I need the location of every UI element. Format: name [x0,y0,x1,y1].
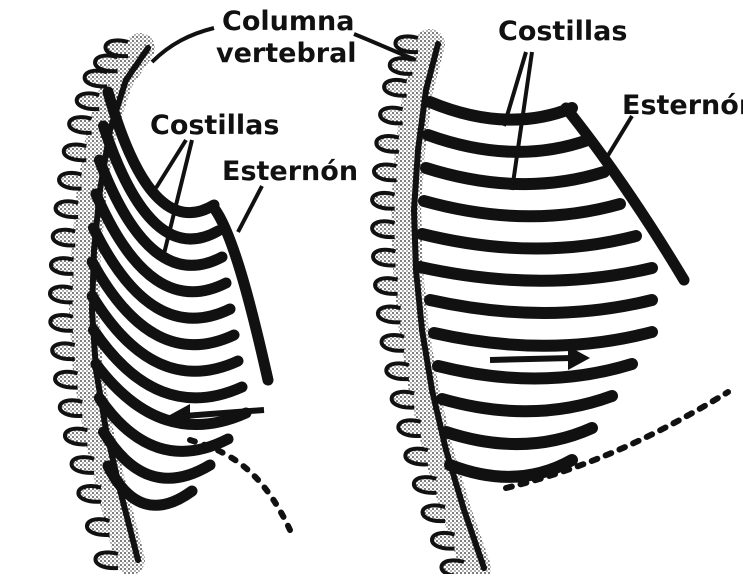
rib [442,396,612,411]
vertebral-process [405,449,428,465]
vertebral-process [60,400,83,416]
vertebral-process [378,307,401,323]
vertebral-process [77,93,100,109]
vertebral-process [372,221,395,237]
label-esternon-left: Esternón [222,158,358,185]
vertebral-process [53,230,76,246]
pointer-columna-left [152,28,214,62]
label-costillas-right: Costillas [498,18,627,45]
vertebral-process [59,173,82,189]
vertebral-process [65,429,88,445]
sternum-right [566,108,684,280]
rib [430,300,652,313]
vertebral-process [51,258,74,274]
vertebral-process [441,560,464,574]
vertebral-process [386,363,409,379]
rib [430,102,572,120]
vertebral-process [87,519,110,535]
vertebral-process [382,335,405,351]
label-esternon-right: Esternón [622,92,743,119]
label-columna: Columna [222,8,354,35]
vertebral-process [432,533,455,549]
label-costillas-left: Costillas [150,112,279,139]
ribs-left [92,92,246,505]
vertebral-process [375,278,398,294]
vertebral-process [374,164,397,180]
vertebral-process [85,71,108,87]
label-vertebral: vertebral [216,40,357,67]
vertebral-process [398,420,421,436]
vertebral-process [372,193,395,209]
rib [434,332,652,346]
vertebral-process [414,477,437,493]
vertebral-process [384,80,407,96]
vertebral-process [52,343,75,359]
vertebral-process [380,108,403,124]
pointer-esternon-right [604,116,632,162]
rib [438,364,632,379]
vertebral-process [392,392,415,408]
vertebral-process [55,372,78,388]
rib [428,135,588,152]
ribs-right [420,102,652,477]
rib [420,267,652,281]
vertebral-process [95,552,118,568]
vertebral-process [376,136,399,152]
vertebral-process [50,287,73,303]
rib [424,201,620,216]
pointer-esternon-left [238,186,262,232]
vertebral-process [64,144,87,160]
rib [446,428,592,444]
rib [422,234,636,249]
vertebral-process [78,486,101,502]
vertebral-process [72,457,95,473]
vertebral-process [423,505,446,521]
vertebral-process [56,201,79,217]
vertebral-process [395,36,418,52]
vertebral-process [50,315,73,331]
vertebral-process [390,58,413,74]
vertebral-process [69,117,92,133]
sternum-left [214,208,268,380]
vertebral-process [373,250,396,266]
